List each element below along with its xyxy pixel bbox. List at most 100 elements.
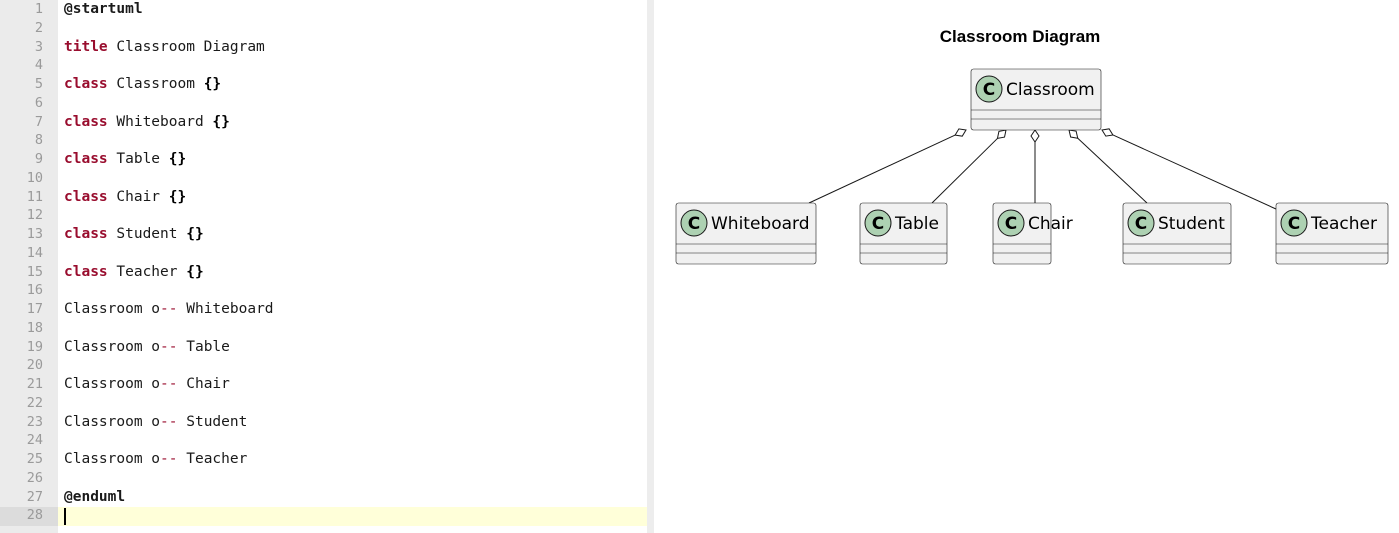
class-name: Table: [107, 151, 169, 167]
class-stereotype-icon: [1280, 209, 1308, 237]
class-stereotype-icon: [864, 209, 892, 237]
text-cursor: [64, 508, 66, 525]
line-number: 1: [34, 1, 43, 17]
enduml-text: @enduml: [64, 489, 126, 505]
line-number: 19: [26, 338, 43, 355]
code-line-class-teacher[interactable]: class Teacher {}: [64, 263, 204, 282]
code-line-class-chair[interactable]: class Chair {}: [64, 188, 186, 207]
class-body-braces: {}: [168, 151, 187, 167]
relation-source: Classroom o: [64, 376, 161, 392]
line-number: 5: [34, 76, 43, 92]
class-name: Chair: [107, 189, 169, 205]
class-name: Whiteboard: [107, 114, 213, 130]
code-line-relation-student[interactable]: Classroom o-- Student: [64, 413, 247, 432]
line-number: 26: [26, 469, 43, 486]
class-stereotype-icon: [680, 209, 708, 237]
class-name-label: Teacher: [1310, 214, 1377, 234]
class-box-frame: [675, 202, 817, 265]
class-body-braces: {}: [168, 189, 187, 205]
class-name-label: Student: [1158, 214, 1225, 234]
class-stereotype-letter: C: [1135, 214, 1147, 234]
class-stereotype-icon: [1127, 209, 1155, 237]
code-line-startuml[interactable]: @startuml: [64, 0, 143, 19]
line-number: 13: [26, 226, 43, 242]
class-name-label: Whiteboard: [711, 214, 810, 234]
class-box-frame: [970, 68, 1102, 131]
class-stereotype-letter: C: [1288, 214, 1300, 234]
line-number: 4: [34, 57, 43, 74]
code-line-class-whiteboard[interactable]: class Whiteboard {}: [64, 113, 230, 132]
code-line-relation-whiteboard[interactable]: Classroom o-- Whiteboard: [64, 300, 274, 319]
aggregation-diamond-icon: [996, 129, 1007, 140]
class-stereotype-letter: C: [688, 214, 700, 234]
aggregation-line-teacher: [1112, 134, 1277, 210]
pane-splitter[interactable]: [647, 0, 654, 533]
relation-target: Chair: [177, 376, 230, 392]
keyword-class: class: [64, 114, 108, 130]
class-stereotype-letter: C: [1005, 214, 1017, 234]
class-body-braces: {}: [186, 226, 204, 242]
line-number-gutter: [0, 0, 58, 533]
relation-source: Classroom o: [64, 451, 161, 467]
keyword-class: class: [64, 151, 108, 167]
code-line-class-table[interactable]: class Table {}: [64, 150, 186, 169]
code-line-relation-teacher[interactable]: Classroom o-- Teacher: [64, 450, 247, 469]
class-body-braces: {}: [186, 264, 204, 280]
relation-target: Table: [177, 339, 230, 355]
code-line-class-classroom[interactable]: class Classroom {}: [64, 75, 221, 94]
relation-arrow: --: [160, 376, 178, 392]
code-line-class-student[interactable]: class Student {}: [64, 225, 204, 244]
relation-arrow: --: [160, 414, 178, 430]
aggregation-diamond-icon: [1101, 128, 1114, 137]
line-number: 16: [26, 282, 43, 299]
class-name-label: Chair: [1028, 214, 1073, 234]
active-line-highlight: [58, 507, 647, 526]
line-number: 6: [34, 94, 43, 111]
class-box-whiteboard: C Whiteboard: [675, 202, 817, 265]
code-line-enduml[interactable]: @enduml: [64, 488, 125, 507]
class-name-label: Table: [894, 214, 939, 234]
code-line-title[interactable]: title Classroom Diagram: [64, 38, 265, 57]
relation-arrow: --: [160, 339, 178, 355]
aggregation-links: [808, 128, 1277, 210]
line-number: 12: [26, 207, 43, 224]
line-number: 8: [34, 132, 43, 149]
diagram-title: Classroom Diagram: [940, 27, 1101, 46]
keyword-class: class: [64, 226, 108, 242]
line-number: 7: [34, 113, 43, 130]
line-number: 20: [26, 357, 43, 374]
relation-arrow: --: [160, 451, 178, 467]
line-number: 2: [34, 19, 43, 36]
line-number: 11: [26, 188, 43, 205]
aggregation-line-whiteboard: [808, 134, 956, 204]
line-number: 18: [26, 319, 43, 336]
code-line-relation-table[interactable]: Classroom o-- Table: [64, 338, 230, 357]
code-line-relation-chair[interactable]: Classroom o-- Chair: [64, 375, 230, 394]
relation-target: Teacher: [177, 451, 248, 467]
relation-arrow: --: [160, 301, 178, 317]
line-number: 25: [26, 451, 43, 467]
aggregation-diamond-icon: [1068, 129, 1079, 139]
relation-target: Whiteboard: [177, 301, 274, 317]
aggregation-line-student: [1077, 137, 1148, 204]
class-name: Classroom: [107, 76, 204, 92]
aggregation-diamond-icon: [1030, 129, 1040, 143]
line-number: 27: [26, 488, 43, 505]
line-number: 3: [34, 38, 43, 55]
line-number: 10: [26, 169, 43, 186]
line-number: 28: [26, 507, 43, 524]
class-body-braces: {}: [212, 114, 230, 130]
line-number: 21: [26, 376, 43, 392]
class-box-student: C Student: [1122, 202, 1232, 265]
keyword-title: title: [64, 39, 108, 55]
startuml-text: @startuml: [64, 1, 143, 17]
class-box-chair: C Chair: [992, 202, 1073, 265]
relation-source: Classroom o: [64, 301, 161, 317]
class-name-label: Classroom: [1006, 80, 1095, 100]
line-number: 15: [26, 263, 43, 280]
class-stereotype-icon: [997, 209, 1025, 237]
